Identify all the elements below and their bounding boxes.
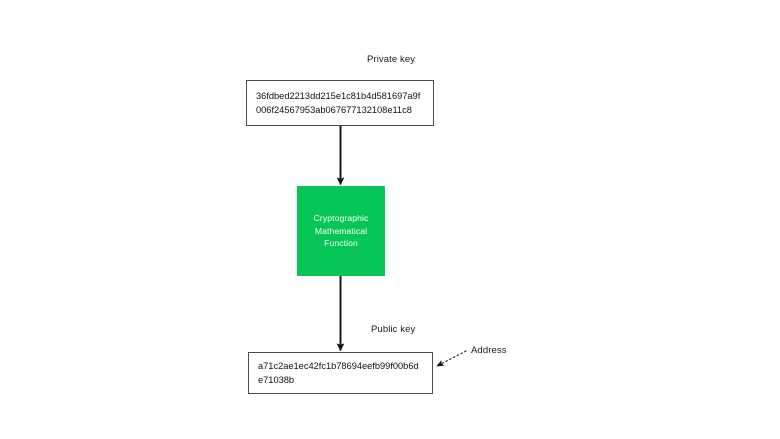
cryptographic-function-box[interactable]: Cryptographic Mathematical Function [297, 186, 385, 276]
public-key-value: a71c2ae1ec42fc1b78694eefb99f00b6de71038b [258, 360, 419, 385]
function-line-3: Function [324, 238, 358, 249]
public-key-label: Public key [371, 324, 416, 335]
private-key-box[interactable]: 36fdbed2213dd215e1c81b4d581697a9f006f245… [246, 80, 434, 126]
function-line-2: Mathematical [314, 225, 368, 236]
private-key-value: 36fdbed2213dd215e1c81b4d581697a9f006f245… [256, 90, 421, 115]
edge-address-annotation [436, 350, 467, 367]
private-key-label: Private key [367, 54, 416, 65]
address-label: Address [471, 345, 507, 356]
public-key-box[interactable]: a71c2ae1ec42fc1b78694eefb99f00b6de71038b [248, 352, 433, 394]
function-line-1: Cryptographic [313, 213, 369, 224]
cryptographic-function-text: Cryptographic Mathematical Function [314, 212, 369, 249]
